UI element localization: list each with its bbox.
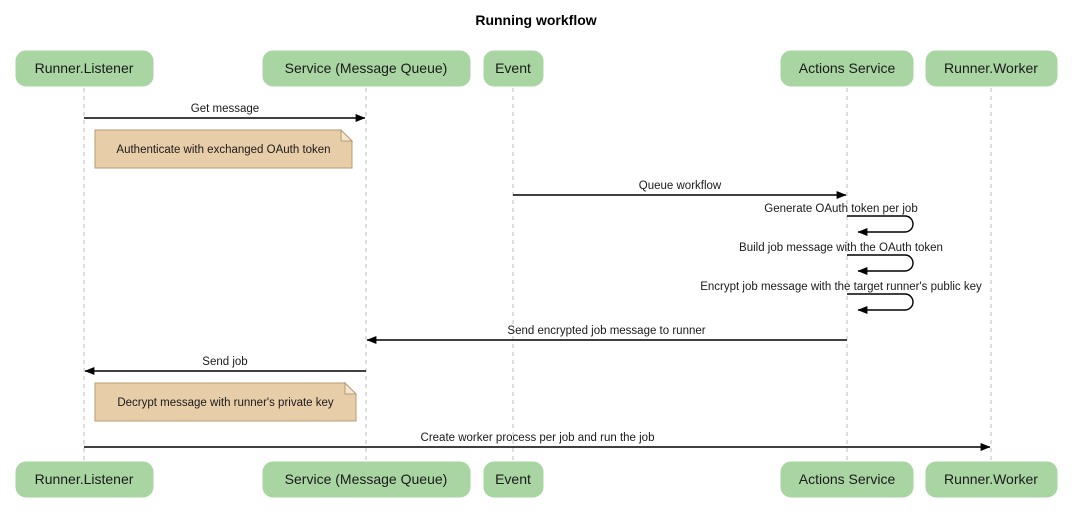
participant-box-event xyxy=(483,50,544,87)
message-send-job[interactable]: Send job xyxy=(84,356,366,375)
note-fold-corner-decrypt-message-with-runners-private-key xyxy=(344,381,358,395)
participant-box-actions-service xyxy=(780,461,914,498)
participant-label-event: Event xyxy=(495,471,531,487)
notes-group: Authenticate with exchanged OAuth tokenD… xyxy=(94,128,358,422)
note-label-decrypt-message-with-runners-private-key: Decrypt message with runner's private ke… xyxy=(117,397,334,409)
participant-event-bottom[interactable]: Event xyxy=(483,461,544,498)
message-label-send-encrypted-job-message-to-runner: Send encrypted job message to runner xyxy=(507,325,705,337)
message-create-worker-process-per-job-and-run-the-job[interactable]: Create worker process per job and run th… xyxy=(84,432,991,451)
participant-label-runner-worker: Runner.Worker xyxy=(944,60,1038,76)
note-authenticate-with-exchanged-oauth-token[interactable]: Authenticate with exchanged OAuth token xyxy=(94,128,354,169)
participant-box-runner-worker xyxy=(925,50,1058,87)
participant-label-runner-listener: Runner.Listener xyxy=(35,471,134,487)
message-label-generate-oauth-token-per-job: Generate OAuth token per job xyxy=(764,203,917,215)
self-loop-path-generate-oauth-token-per-job xyxy=(847,215,914,236)
participant-actions-service-bottom[interactable]: Actions Service xyxy=(780,461,914,498)
message-label-get-message: Get message xyxy=(191,103,259,115)
participant-event-top[interactable]: Event xyxy=(483,50,544,87)
message-label-queue-workflow: Queue workflow xyxy=(639,180,722,192)
participant-runner-worker-top[interactable]: Runner.Worker xyxy=(925,50,1058,87)
participant-box-service-message-queue xyxy=(262,50,471,87)
participant-actions-service-top[interactable]: Actions Service xyxy=(780,50,914,87)
note-decrypt-message-with-runners-private-key[interactable]: Decrypt message with runner's private ke… xyxy=(94,381,358,422)
lifelines-group xyxy=(83,88,992,462)
participants-top-group: Runner.Listener Service (Message Queue) Ev… xyxy=(15,50,1058,87)
participant-runner-worker-bottom[interactable]: Runner.Worker xyxy=(925,461,1058,498)
participant-label-runner-listener: Runner.Listener xyxy=(35,60,134,76)
participant-box-runner-worker xyxy=(925,461,1058,498)
message-build-job-message-with-the-oauth-token[interactable]: Build job message with the OAuth token xyxy=(739,242,943,275)
message-queue-workflow[interactable]: Queue workflow xyxy=(513,180,847,199)
note-body-authenticate-with-exchanged-oauth-token xyxy=(94,129,353,169)
participant-box-runner-listener xyxy=(15,461,154,498)
message-label-build-job-message-with-the-oauth-token: Build job message with the OAuth token xyxy=(739,242,943,254)
participant-box-actions-service xyxy=(780,50,914,87)
participant-label-actions-service: Actions Service xyxy=(799,471,896,487)
message-label-encrypt-job-message-with-the-target-runners-public-key: Encrypt job message with the target runn… xyxy=(700,281,982,293)
participant-label-actions-service: Actions Service xyxy=(799,60,896,76)
message-send-encrypted-job-message-to-runner[interactable]: Send encrypted job message to runner xyxy=(366,325,847,344)
participant-label-service-message-queue: Service (Message Queue) xyxy=(285,471,448,487)
message-encrypt-job-message-with-the-target-runners-public-key[interactable]: Encrypt job message with the target runn… xyxy=(700,281,982,314)
participant-label-runner-worker: Runner.Worker xyxy=(944,471,1038,487)
participant-label-event: Event xyxy=(495,60,531,76)
message-label-create-worker-process-per-job-and-run-the-job: Create worker process per job and run th… xyxy=(421,432,655,444)
note-label-authenticate-with-exchanged-oauth-token: Authenticate with exchanged OAuth token xyxy=(116,144,330,156)
self-loop-path-build-job-message-with-the-oauth-token xyxy=(847,254,914,275)
participant-box-service-message-queue xyxy=(262,461,471,498)
diagram-title: Running workflow xyxy=(475,12,596,28)
note-fold-corner-authenticate-with-exchanged-oauth-token xyxy=(340,128,354,142)
participant-box-runner-listener xyxy=(15,50,154,87)
note-body-decrypt-message-with-runners-private-key xyxy=(94,382,357,422)
participants-bottom-group: Runner.Listener Service (Message Queue) Ev… xyxy=(15,461,1058,498)
participant-service-message-queue-bottom[interactable]: Service (Message Queue) xyxy=(262,461,471,498)
message-generate-oauth-token-per-job[interactable]: Generate OAuth token per job xyxy=(764,203,918,236)
message-get-message[interactable]: Get message xyxy=(84,103,366,122)
participant-service-message-queue-top[interactable]: Service (Message Queue) xyxy=(262,50,471,87)
participant-label-service-message-queue: Service (Message Queue) xyxy=(285,60,448,76)
participant-box-event xyxy=(483,461,544,498)
participant-runner-listener-bottom[interactable]: Runner.Listener xyxy=(15,461,154,498)
message-label-send-job: Send job xyxy=(202,356,247,368)
participant-runner-listener-top[interactable]: Runner.Listener xyxy=(15,50,154,87)
self-loop-path-encrypt-job-message-with-the-target-runners-public-key xyxy=(847,293,914,314)
